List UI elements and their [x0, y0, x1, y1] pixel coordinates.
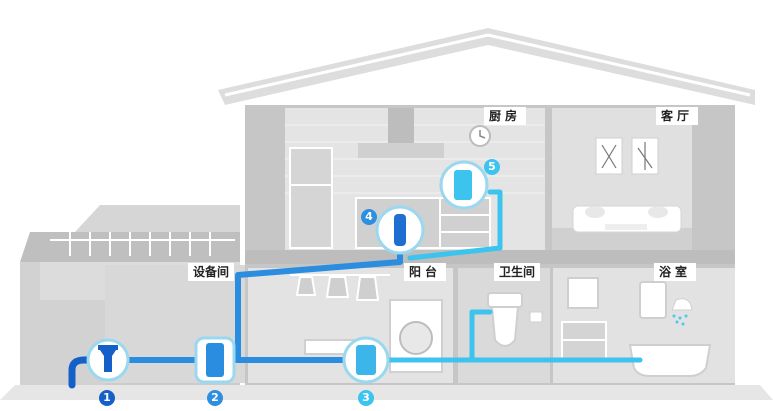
- mirror: [567, 277, 599, 309]
- pre-filter-device: [86, 338, 130, 382]
- shower-head-icon: [671, 298, 693, 326]
- marker-4: 4: [361, 209, 377, 225]
- wall-picture-left: [595, 137, 623, 175]
- drinking-machine-device: [439, 160, 489, 210]
- softener-device: [342, 336, 390, 384]
- marker-3: 3: [358, 390, 374, 406]
- room-label-equipment-room: 设备间: [188, 263, 235, 281]
- toilet-paper: [529, 311, 543, 323]
- range-hood: [358, 108, 444, 158]
- toilet-fixture: [487, 292, 523, 347]
- sofa: [572, 205, 682, 233]
- marker-2: 2: [207, 390, 223, 406]
- room-label-bathroom: 浴室: [654, 263, 697, 281]
- floor-slab: [245, 250, 735, 264]
- room-label-toilet: 卫生间: [494, 263, 541, 281]
- room-label-living-room: 客厅: [656, 107, 699, 125]
- refrigerator: [289, 147, 333, 249]
- kitchen-purifier-device: [375, 205, 425, 255]
- ground-shadow: [0, 385, 773, 400]
- central-purifier-device: [194, 336, 236, 384]
- room-label-balcony: 阳台: [404, 263, 447, 281]
- vanity: [561, 321, 607, 361]
- marker-5: 5: [484, 159, 500, 175]
- marker-1: 1: [99, 390, 115, 406]
- bathtub: [628, 344, 712, 377]
- water-heater: [639, 281, 667, 319]
- laundry-line: [290, 274, 390, 301]
- roof: [218, 28, 755, 105]
- room-label-kitchen: 厨房: [484, 107, 527, 125]
- wall-picture-right: [631, 137, 659, 175]
